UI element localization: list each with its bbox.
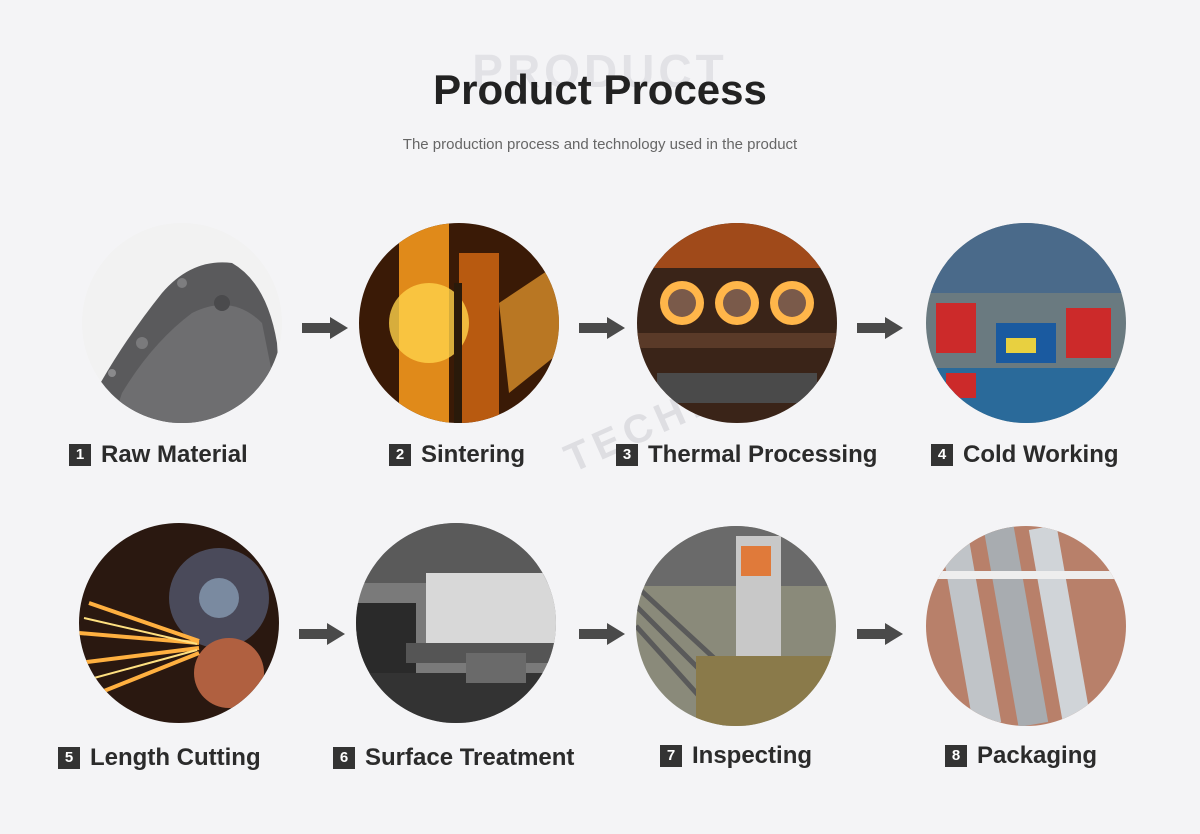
step-8-image: [926, 526, 1126, 726]
step-number-badge: 3: [616, 444, 638, 466]
step-5-image: [79, 523, 279, 723]
step-4-image: [926, 223, 1126, 423]
step-label: 5 Length Cutting: [58, 744, 261, 772]
step-number-badge: 4: [931, 444, 953, 466]
step-2-image: [359, 223, 559, 423]
step-name: Inspecting: [692, 742, 813, 769]
step-1-image: [82, 223, 282, 423]
step-name: Raw Material: [101, 441, 248, 468]
step-label: 4 Cold Working: [931, 441, 1119, 469]
arrow-right-icon: [302, 317, 348, 339]
page-subtitle: The production process and technology us…: [402, 136, 798, 153]
page-title: Product Process: [433, 66, 767, 113]
step-6-image: [356, 523, 556, 723]
step-name: Thermal Processing: [648, 441, 878, 468]
step-number-badge: 6: [333, 747, 355, 769]
step-number-badge: 8: [945, 745, 967, 767]
step-label: 2 Sintering: [389, 441, 525, 469]
arrow-right-icon: [579, 317, 625, 339]
title-watermark: PRODUCT: [472, 45, 728, 97]
step-label: 7 Inspecting: [660, 742, 812, 770]
step-7-image: [636, 526, 836, 726]
arrow-right-icon: [579, 623, 625, 645]
step-name: Cold Working: [963, 441, 1119, 468]
step-number-badge: 1: [69, 444, 91, 466]
step-number-badge: 5: [58, 747, 80, 769]
arrow-right-icon: [299, 623, 345, 645]
step-label: 3 Thermal Processing: [616, 441, 877, 469]
step-3-image: [637, 223, 837, 423]
step-name: Surface Treatment: [365, 744, 575, 771]
step-number-badge: 2: [389, 444, 411, 466]
step-label: 6 Surface Treatment: [333, 744, 574, 772]
step-name: Sintering: [421, 441, 526, 468]
step-name: Length Cutting: [90, 744, 261, 771]
step-number-badge: 7: [660, 745, 682, 767]
step-label: 8 Packaging: [945, 742, 1097, 770]
arrow-right-icon: [857, 317, 903, 339]
arrow-right-icon: [857, 623, 903, 645]
step-label: 1 Raw Material: [69, 441, 248, 469]
step-name: Packaging: [977, 742, 1098, 769]
